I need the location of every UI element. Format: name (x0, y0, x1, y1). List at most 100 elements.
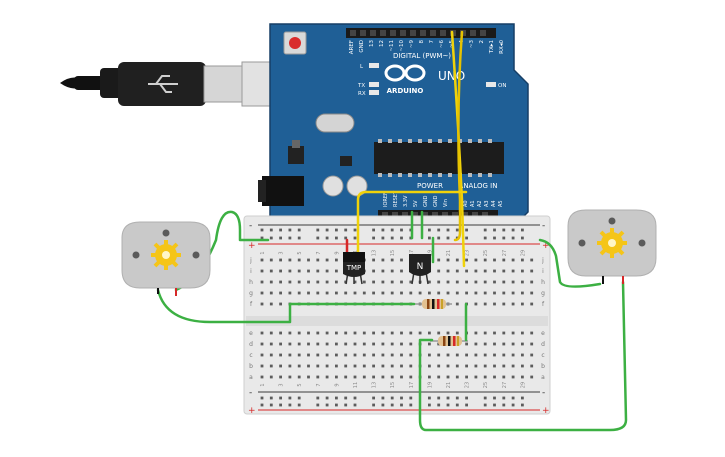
breadboard-hole[interactable] (418, 291, 422, 295)
dc-motor-right[interactable] (567, 209, 657, 284)
breadboard-hole[interactable] (307, 353, 310, 357)
rail-hole[interactable] (428, 228, 431, 232)
breadboard-hole[interactable] (521, 375, 524, 379)
breadboard-hole[interactable] (446, 280, 450, 284)
rail-hole[interactable] (390, 236, 394, 240)
rail-hole[interactable] (400, 236, 403, 240)
wire-yellow-a0[interactable] (356, 190, 468, 254)
rail-hole[interactable] (502, 236, 506, 240)
resistor-1[interactable] (412, 299, 452, 309)
breadboard-hole[interactable] (530, 302, 534, 306)
rail-hole[interactable] (260, 228, 264, 232)
breadboard-hole[interactable] (465, 258, 468, 262)
breadboard-hole[interactable] (511, 269, 515, 273)
breadboard-hole[interactable] (297, 291, 301, 295)
rail-hole[interactable] (381, 403, 385, 407)
breadboard-hole[interactable] (335, 280, 338, 284)
rail-hole[interactable] (335, 396, 338, 400)
rail-hole[interactable] (521, 396, 524, 400)
breadboard-hole[interactable] (269, 269, 273, 273)
rail-hole[interactable] (455, 403, 459, 407)
breadboard-hole[interactable] (409, 331, 413, 335)
breadboard-hole[interactable] (521, 291, 524, 295)
breadboard-hole[interactable] (474, 364, 478, 368)
rail-hole[interactable] (483, 236, 487, 240)
breadboard-hole[interactable] (372, 331, 375, 335)
rail-hole[interactable] (372, 236, 375, 240)
rail-hole[interactable] (390, 403, 394, 407)
rail-hole[interactable] (269, 236, 273, 240)
breadboard-hole[interactable] (474, 258, 478, 262)
breadboard-hole[interactable] (372, 291, 375, 295)
breadboard-hole[interactable] (390, 258, 394, 262)
breadboard-hole[interactable] (437, 258, 441, 262)
breadboard-hole[interactable] (325, 258, 329, 262)
rail-hole[interactable] (325, 236, 329, 240)
rail-hole[interactable] (344, 236, 348, 240)
breadboard-hole[interactable] (269, 375, 273, 379)
breadboard-hole[interactable] (362, 342, 366, 346)
rail-hole[interactable] (297, 403, 301, 407)
breadboard-hole[interactable] (260, 302, 264, 306)
rail-hole[interactable] (279, 403, 282, 407)
breadboard-hole[interactable] (530, 342, 534, 346)
breadboard-hole[interactable] (428, 331, 431, 335)
breadboard-hole[interactable] (288, 364, 292, 368)
breadboard-hole[interactable] (269, 258, 273, 262)
breadboard-hole[interactable] (372, 342, 375, 346)
rail-hole[interactable] (325, 228, 329, 232)
breadboard-hole[interactable] (511, 302, 515, 306)
breadboard-hole[interactable] (260, 364, 264, 368)
breadboard-hole[interactable] (297, 375, 301, 379)
rail-hole[interactable] (409, 403, 413, 407)
breadboard-hole[interactable] (372, 269, 375, 273)
breadboard-hole[interactable] (437, 291, 441, 295)
breadboard-hole[interactable] (502, 258, 506, 262)
breadboard-hole[interactable] (502, 342, 506, 346)
breadboard-hole[interactable] (437, 375, 441, 379)
breadboard-hole[interactable] (446, 331, 450, 335)
breadboard-hole[interactable] (455, 302, 459, 306)
breadboard-hole[interactable] (390, 331, 394, 335)
breadboard-hole[interactable] (381, 258, 385, 262)
rail-hole[interactable] (428, 396, 431, 400)
breadboard-hole[interactable] (437, 269, 441, 273)
rail-hole[interactable] (335, 228, 338, 232)
breadboard-hole[interactable] (269, 291, 273, 295)
breadboard-hole[interactable] (325, 364, 329, 368)
breadboard-hole[interactable] (465, 353, 468, 357)
rail-hole[interactable] (465, 228, 468, 232)
breadboard-hole[interactable] (511, 331, 515, 335)
breadboard-hole[interactable] (381, 269, 385, 273)
breadboard-hole[interactable] (437, 364, 441, 368)
rail-hole[interactable] (381, 396, 385, 400)
breadboard-hole[interactable] (344, 342, 348, 346)
breadboard-hole[interactable] (493, 353, 496, 357)
breadboard-hole[interactable] (428, 364, 431, 368)
breadboard-hole[interactable] (316, 269, 320, 273)
breadboard-hole[interactable] (465, 280, 468, 284)
rail-hole[interactable] (372, 396, 375, 400)
breadboard-hole[interactable] (446, 353, 450, 357)
temperature-sensor[interactable]: TMP (343, 252, 365, 285)
breadboard-hole[interactable] (483, 353, 487, 357)
breadboard-hole[interactable] (390, 342, 394, 346)
breadboard-hole[interactable] (446, 269, 450, 273)
breadboard-hole[interactable] (502, 331, 506, 335)
breadboard-hole[interactable] (372, 258, 375, 262)
breadboard-hole[interactable] (260, 280, 264, 284)
breadboard-hole[interactable] (474, 302, 478, 306)
breadboard-hole[interactable] (390, 291, 394, 295)
breadboard-hole[interactable] (344, 291, 348, 295)
breadboard-hole[interactable] (316, 331, 320, 335)
breadboard-hole[interactable] (325, 331, 329, 335)
rail-hole[interactable] (483, 403, 487, 407)
breadboard-hole[interactable] (465, 291, 468, 295)
breadboard-hole[interactable] (307, 364, 310, 368)
rail-hole[interactable] (521, 228, 524, 232)
breadboard-hole[interactable] (279, 375, 282, 379)
breadboard-hole[interactable] (455, 364, 459, 368)
breadboard-hole[interactable] (474, 291, 478, 295)
breadboard-hole[interactable] (288, 269, 292, 273)
